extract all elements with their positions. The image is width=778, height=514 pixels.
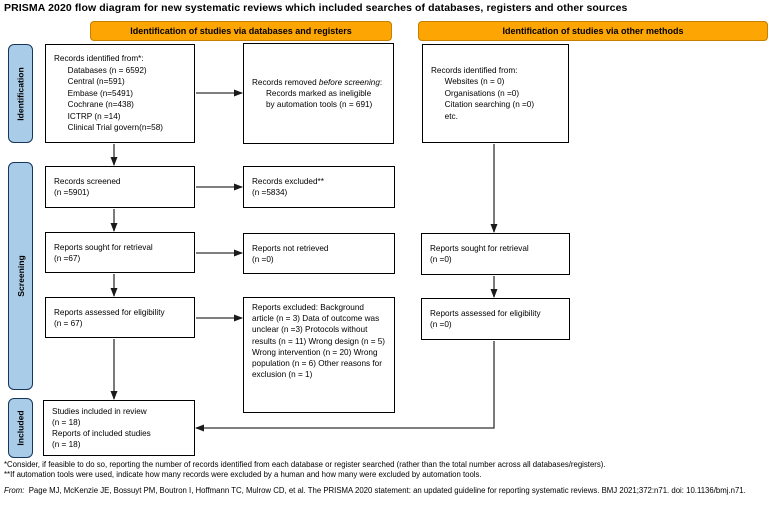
footnote-double-asterisk: **If automation tools were used, indicat… <box>4 470 482 480</box>
footnote-asterisk: *Consider, if feasible to do so, reporti… <box>4 460 606 469</box>
box-reports-not-retrieved: Reports not retrieved (n =0) <box>243 233 395 274</box>
box-records-screened: Records screened (n =5901) <box>45 166 195 208</box>
box-reports-sought-other: Reports sought for retrieval (n =0) <box>421 233 570 275</box>
box-reports-assessed-other: Reports assessed for eligibility (n =0) <box>421 298 570 340</box>
arrow-other-assessed-to-included <box>195 341 495 432</box>
box-records-identified-databases: Records identified from*: Databases (n =… <box>45 44 195 143</box>
banner-other-methods: Identification of studies via other meth… <box>418 21 768 41</box>
citation: From: Page MJ, McKenzie JE, Bossuyt PM, … <box>4 485 746 495</box>
box-studies-included: Studies included in review (n = 18) Repo… <box>43 400 195 456</box>
footnotes: *Consider, if feasible to do so, reporti… <box>4 460 776 496</box>
diagram-title: PRISMA 2020 flow diagram for new systema… <box>4 2 628 14</box>
stage-label-included: Included <box>8 398 33 458</box>
stage-label-identification: Identification <box>8 44 33 143</box>
banner-databases-registers: Identification of studies via databases … <box>90 21 392 41</box>
box-records-excluded: Records excluded** (n =5834) <box>243 166 395 208</box>
box-records-removed: Records removed before screening: Record… <box>243 43 394 144</box>
box-reports-sought-databases: Reports sought for retrieval (n =67) <box>45 232 195 273</box>
box-reports-assessed-databases: Reports assessed for eligibility (n = 67… <box>45 297 195 338</box>
box-reports-excluded-reasons: Reports excluded: Background article (n … <box>243 297 395 413</box>
stage-label-screening: Screening <box>8 162 33 390</box>
box-records-identified-other: Records identified from: Websites (n = 0… <box>422 44 569 143</box>
